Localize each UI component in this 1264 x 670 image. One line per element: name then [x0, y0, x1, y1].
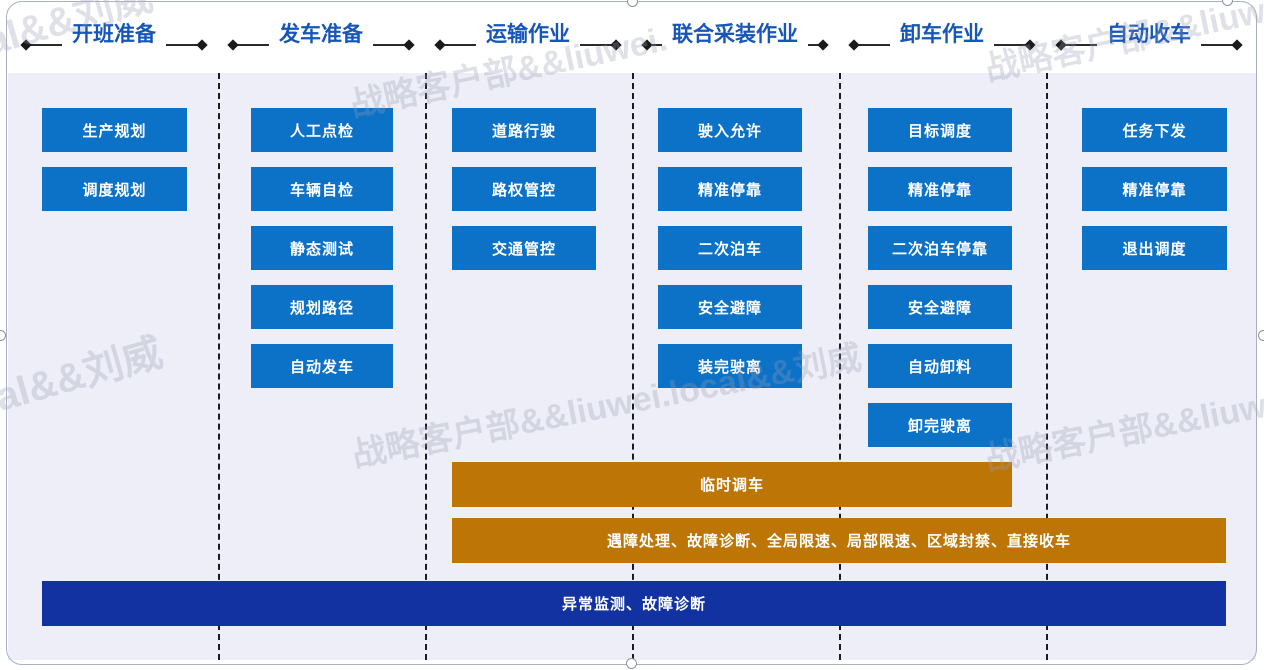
stage-header-label: 卸车作业: [900, 23, 984, 46]
process-block-auto-return-2[interactable]: 精准停靠: [1082, 167, 1227, 211]
diamond-endpoint-icon: [227, 39, 239, 51]
temporary-dispatch-bar[interactable]: 临时调车: [452, 462, 1012, 507]
stage-header-label: 发车准备: [279, 23, 363, 46]
process-block-unloading-5[interactable]: 自动卸料: [868, 344, 1012, 388]
diamond-endpoint-icon: [20, 39, 32, 51]
stage-header-departure-prep: 发车准备: [227, 8, 415, 52]
process-block-loading-5[interactable]: 装完驶离: [658, 344, 802, 388]
header-line: [166, 44, 198, 46]
process-block-unloading-6[interactable]: 卸完驶离: [868, 403, 1012, 447]
process-block-transport-1[interactable]: 道路行驶: [452, 108, 596, 152]
selection-handle-top[interactable]: [627, 0, 638, 7]
process-block-loading-4[interactable]: 安全避障: [658, 285, 802, 329]
selection-handle-top-right[interactable]: [1222, 0, 1233, 6]
diamond-endpoint-icon: [196, 39, 208, 51]
stage-header-label: 联合采装作业: [672, 23, 798, 46]
process-block-departure-prep-3[interactable]: 静态测试: [251, 226, 393, 270]
process-block-loading-3[interactable]: 二次泊车: [658, 226, 802, 270]
diamond-endpoint-icon: [817, 39, 829, 51]
process-block-unloading-3[interactable]: 二次泊车停靠: [868, 226, 1012, 270]
stage-header-unloading: 卸车作业: [848, 8, 1036, 52]
stage-header-transport: 运输作业: [434, 8, 622, 52]
header-line: [444, 44, 476, 46]
process-block-loading-1[interactable]: 驶入允许: [658, 108, 802, 152]
header-line: [30, 44, 62, 46]
selection-handle-right[interactable]: [1258, 330, 1264, 341]
stage-separator-4: [839, 73, 841, 660]
stage-header-label: 开班准备: [72, 23, 156, 46]
stage-separator-2: [425, 73, 427, 660]
header-line: [994, 44, 1026, 46]
process-block-departure-prep-1[interactable]: 人工点检: [251, 108, 393, 152]
process-block-departure-prep-5[interactable]: 自动发车: [251, 344, 393, 388]
header-line: [651, 44, 662, 46]
stage-separator-5: [1046, 73, 1048, 660]
selection-handle-left[interactable]: [0, 330, 6, 341]
stage-header-label: 自动收车: [1107, 23, 1191, 46]
stage-separator-3: [632, 73, 634, 660]
stage-header-loading: 联合采装作业: [641, 8, 829, 52]
process-block-transport-2[interactable]: 路权管控: [452, 167, 596, 211]
diamond-endpoint-icon: [610, 39, 622, 51]
stage-header-label: 运输作业: [486, 23, 570, 46]
exception-handling-bar[interactable]: 遇障处理、故障诊断、全局限速、局部限速、区域封禁、直接收车: [452, 518, 1226, 563]
process-block-transport-3[interactable]: 交通管控: [452, 226, 596, 270]
diamond-endpoint-icon: [1231, 39, 1243, 51]
diamond-endpoint-icon: [641, 39, 653, 51]
process-block-departure-prep-4[interactable]: 规划路径: [251, 285, 393, 329]
header-line: [858, 44, 890, 46]
stage-header-auto-return: 自动收车: [1055, 8, 1243, 52]
abnormal-monitoring-bar[interactable]: 异常监测、故障诊断: [42, 581, 1226, 626]
header-line: [373, 44, 405, 46]
process-block-unloading-1[interactable]: 目标调度: [868, 108, 1012, 152]
diamond-endpoint-icon: [1024, 39, 1036, 51]
process-block-auto-return-3[interactable]: 退出调度: [1082, 226, 1227, 270]
process-block-auto-return-1[interactable]: 任务下发: [1082, 108, 1227, 152]
stage-header-shift-start: 开班准备: [20, 8, 208, 52]
selection-handle-bottom[interactable]: [626, 658, 637, 669]
header-line: [1065, 44, 1097, 46]
process-block-unloading-4[interactable]: 安全避障: [868, 285, 1012, 329]
diamond-endpoint-icon: [434, 39, 446, 51]
stage-separator-1: [218, 73, 220, 660]
process-block-unloading-2[interactable]: 精准停靠: [868, 167, 1012, 211]
header-line: [580, 44, 612, 46]
process-block-loading-2[interactable]: 精准停靠: [658, 167, 802, 211]
process-block-shift-start-2[interactable]: 调度规划: [42, 167, 187, 211]
process-block-departure-prep-2[interactable]: 车辆自检: [251, 167, 393, 211]
header-line: [1201, 44, 1233, 46]
header-line: [237, 44, 269, 46]
diamond-endpoint-icon: [1055, 39, 1067, 51]
header-line: [808, 44, 819, 46]
process-block-shift-start-1[interactable]: 生产规划: [42, 108, 187, 152]
diamond-endpoint-icon: [848, 39, 860, 51]
diamond-endpoint-icon: [403, 39, 415, 51]
